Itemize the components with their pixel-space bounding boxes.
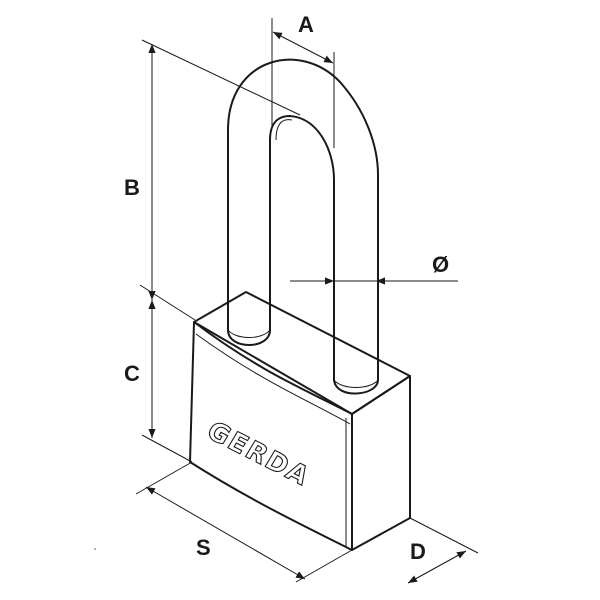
shackle-outer <box>227 58 379 395</box>
dimension-arrows <box>145 31 467 584</box>
padlock-shackle <box>227 58 379 395</box>
label-b: B <box>124 175 140 200</box>
shackle-inner-line <box>275 119 293 141</box>
extension-lines <box>135 18 479 583</box>
body-chamfer-edge <box>195 333 351 425</box>
label-diameter: Ø <box>432 252 449 277</box>
label-s: S <box>196 535 211 560</box>
dimension-s-arrow <box>145 486 306 580</box>
dimension-a-arrow <box>272 31 334 64</box>
brand-logo: GERDA <box>201 416 315 492</box>
dimension-d-arrow <box>407 550 467 584</box>
body-front-face <box>189 321 353 551</box>
label-a: A <box>298 12 314 37</box>
label-c: C <box>124 361 140 386</box>
body-right-face <box>351 375 411 551</box>
stray-dot <box>94 548 96 550</box>
label-d: D <box>410 539 426 564</box>
